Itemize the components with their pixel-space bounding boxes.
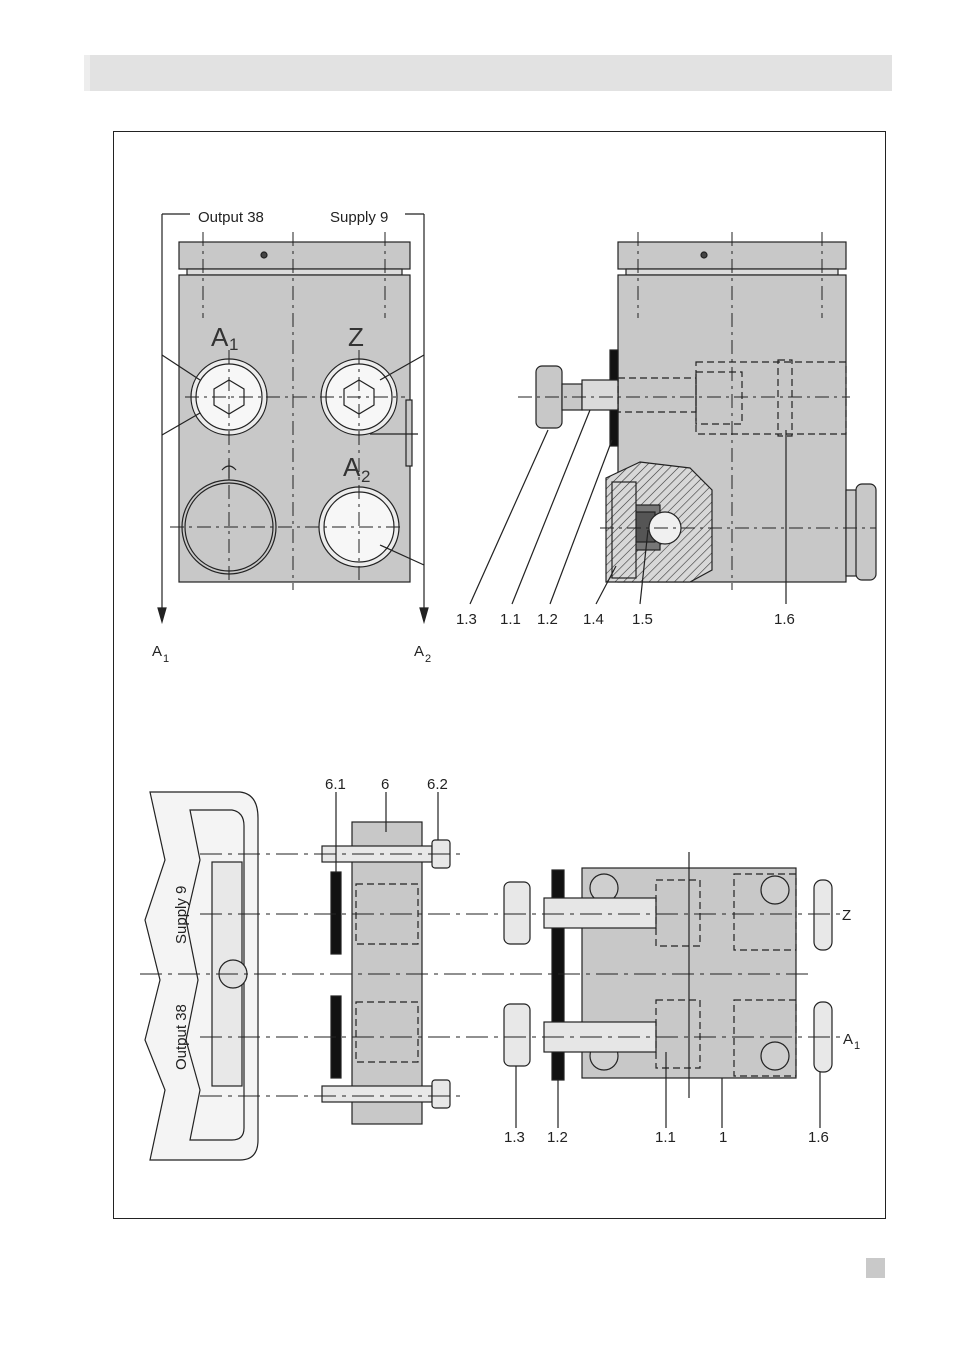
bottom-port-a1-subscript: 1 <box>854 1040 860 1052</box>
adapter-block-6 <box>352 822 422 1124</box>
top-plate <box>179 242 410 269</box>
plate-gap <box>187 269 402 275</box>
callout-1-2: 1.2 <box>537 611 558 628</box>
exploded-view <box>140 792 840 1160</box>
callout-1-3: 1.3 <box>456 611 477 628</box>
side-tab <box>406 400 412 466</box>
output-38-label: Output 38 <box>198 209 264 226</box>
callout-6-2: 6.2 <box>427 776 448 793</box>
front-view <box>158 214 428 622</box>
arrow-a2-subscript: 2 <box>425 653 431 665</box>
disc-top <box>814 880 832 950</box>
callout-6: 6 <box>381 776 389 793</box>
rotated-output-label: Output 38 <box>173 1004 190 1070</box>
port-a1-subscript: 1 <box>229 335 238 354</box>
arrow-a1-subscript: 1 <box>163 653 169 665</box>
port-a2-subscript: 2 <box>361 467 370 486</box>
port-z-label: Z <box>348 322 364 352</box>
callout-bottom-1-6: 1.6 <box>808 1129 829 1146</box>
arrow-a2-label: A <box>414 643 424 660</box>
seal-6-1-top <box>331 872 341 954</box>
seal-ring <box>612 482 636 578</box>
knurled-screw-bottom <box>504 1004 530 1066</box>
callout-1-6: 1.6 <box>774 611 795 628</box>
callout-1-4: 1.4 <box>583 611 604 628</box>
plate-screw <box>261 252 267 258</box>
callout-bottom-1-1: 1.1 <box>655 1129 676 1146</box>
arrow-a1-label: A <box>152 643 162 660</box>
supply-9-label: Supply 9 <box>330 209 388 226</box>
callout-1-1: 1.1 <box>500 611 521 628</box>
port-a1-label: A <box>211 322 229 352</box>
bolt <box>582 380 618 410</box>
callout-bottom-1-3: 1.3 <box>504 1129 525 1146</box>
rotated-supply-label: Supply 9 <box>173 886 190 944</box>
knurled-screw-top <box>504 882 530 944</box>
callout-bottom-1-2: 1.2 <box>547 1129 568 1146</box>
callout-bottom-1: 1 <box>719 1129 727 1146</box>
callout-6-1: 6.1 <box>325 776 346 793</box>
bottom-port-a1: A <box>843 1031 853 1048</box>
callout-1-5: 1.5 <box>632 611 653 628</box>
side-view <box>470 232 876 604</box>
bottom-port-z: Z <box>842 907 851 924</box>
port-a2-label: A <box>343 452 361 482</box>
